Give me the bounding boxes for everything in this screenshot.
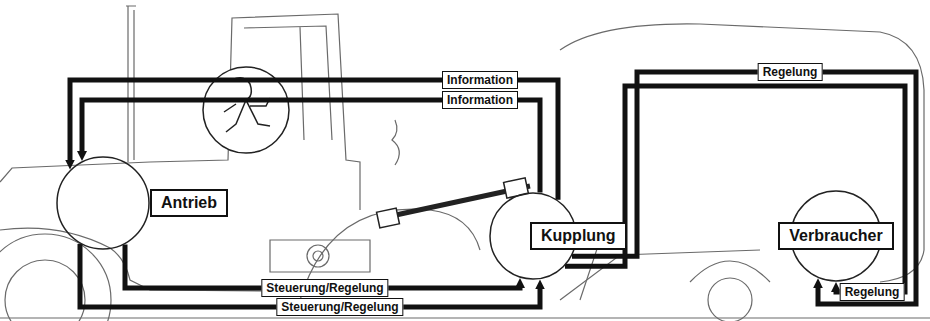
circle-node: Verbraucher	[790, 190, 882, 282]
flow-arrow	[572, 72, 916, 304]
circle-node: Antrieb	[56, 156, 150, 250]
edge-label: Regelung	[758, 63, 823, 81]
edge-label: Regelung	[840, 283, 905, 301]
edge-label: Steuerung/Regelung	[261, 279, 388, 297]
flow-arrow	[82, 100, 540, 193]
circle-outline	[56, 156, 150, 250]
ground-line	[0, 317, 930, 318]
front-wheel-hub	[5, 260, 85, 321]
edge-label: Information	[442, 91, 518, 109]
exhaust-pipe	[126, 6, 136, 162]
baler-wheel	[708, 278, 752, 321]
tractor-body	[0, 14, 360, 210]
circle-outline	[57, 157, 149, 249]
pto-housing	[307, 245, 329, 267]
drawbar-plate	[270, 240, 370, 272]
pto-housing-inner	[313, 251, 323, 261]
node-label: Kupplung	[530, 222, 627, 250]
node-label: Verbraucher	[778, 222, 893, 250]
pto-shaft	[377, 178, 530, 228]
edge-label: Information	[442, 71, 518, 89]
universal-joint	[504, 178, 529, 198]
universal-joint	[377, 208, 400, 228]
flow-arrow	[565, 86, 905, 292]
circle-node: Kupplung	[489, 192, 577, 280]
driver-silhouette	[224, 78, 270, 132]
lever	[392, 120, 399, 165]
node-label: Antrieb	[150, 189, 228, 217]
edge-label: Steuerung/Regelung	[276, 298, 403, 316]
